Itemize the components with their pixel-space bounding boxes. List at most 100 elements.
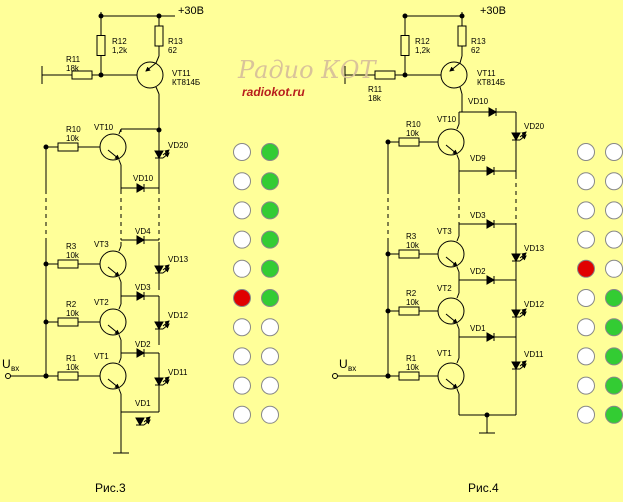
diode-vd2 — [486, 275, 496, 285]
fig4-right-indicator-led-1 — [605, 143, 623, 161]
fig3-left-indicator-led-2 — [233, 172, 251, 191]
led-vd11 — [154, 377, 164, 387]
emitter-arrow — [445, 144, 458, 155]
fig4-left-indicator-led-1 — [577, 143, 595, 161]
light-arrow — [519, 134, 527, 141]
fig3-left-indicator-led-10 — [233, 405, 251, 424]
junction-dot — [43, 261, 49, 267]
fig3-right-indicator-led-4 — [261, 230, 279, 249]
label-r1: R1 — [66, 354, 77, 363]
label-vd10: VD10 — [468, 97, 489, 106]
diode-vd9 — [486, 166, 496, 176]
wire — [459, 86, 463, 95]
input-label: U — [339, 357, 348, 371]
label-vt10: VT10 — [437, 115, 457, 124]
wire — [155, 86, 160, 95]
watermark-url: radiokot.ru — [242, 85, 305, 99]
label-vd20: VD20 — [524, 122, 545, 131]
resistor-r3 — [57, 259, 79, 269]
diode-vd10 — [488, 107, 498, 117]
watermark-logo: Радио КОТ — [237, 56, 377, 84]
wire — [118, 357, 122, 364]
transistor-vt1 — [437, 362, 465, 390]
resistor-r2 — [57, 317, 79, 327]
value-r1: 10k — [406, 363, 420, 372]
fig4-left-indicator-led-10 — [577, 405, 595, 424]
label-r3: R3 — [66, 242, 77, 251]
fig4-right-indicator-led-5 — [605, 259, 623, 278]
fig4-left-indicator-led-8 — [577, 347, 595, 366]
led-vd12 — [511, 309, 521, 319]
resistor-r2 — [398, 306, 420, 316]
wire — [118, 276, 122, 283]
fig4-left-indicator-led-3 — [577, 201, 595, 220]
wire — [456, 235, 460, 242]
fig4-left-indicator-led-5 — [577, 259, 595, 278]
wire — [456, 154, 460, 161]
wire — [118, 159, 122, 166]
junction-dot — [402, 72, 408, 78]
label-vd12: VD12 — [524, 300, 545, 309]
fig3-left-indicator-led-6 — [233, 289, 251, 307]
fig4-right-indicator-led-10 — [605, 405, 623, 424]
label-vt3: VT3 — [437, 227, 452, 236]
wire — [118, 388, 122, 395]
label-vd13: VD13 — [168, 255, 189, 264]
light-arrow — [143, 419, 151, 426]
junction-dot — [43, 319, 49, 325]
wire — [456, 123, 460, 130]
label-vd12: VD12 — [168, 311, 189, 320]
fig3-left-indicator-led-1 — [233, 143, 251, 161]
junction-dot — [156, 127, 162, 133]
fig4-right-indicator-led-3 — [605, 201, 623, 220]
fig3-left-indicator-led-5 — [233, 259, 251, 278]
led-vd11 — [511, 361, 521, 371]
light-arrow — [162, 152, 170, 159]
led-vd20 — [511, 132, 521, 142]
label-vd11: VD11 — [524, 350, 544, 359]
diode-vd2 — [136, 348, 146, 358]
light-arrow — [519, 311, 527, 318]
supply-label: +30В — [480, 5, 506, 17]
fig3-right-indicator-led-5 — [261, 259, 279, 278]
junction-dot — [385, 308, 391, 314]
fig4-left-indicator-led-2 — [577, 172, 595, 191]
caption-fig4: Рис.4 — [468, 481, 499, 495]
fig4-right-indicator-led-8 — [605, 347, 623, 366]
label-vd2: VD2 — [135, 340, 151, 349]
led-vd20 — [154, 150, 164, 160]
input-terminal — [5, 373, 11, 379]
wire — [155, 55, 160, 64]
emitter-arrow — [445, 313, 458, 324]
value-r10: 10k — [406, 129, 420, 138]
emitter-arrow — [107, 378, 120, 389]
fig3-left-indicator-led-9 — [233, 376, 251, 395]
label-vd3: VD3 — [135, 283, 151, 292]
led-vd13 — [154, 265, 164, 275]
emitter-arrow — [145, 62, 157, 72]
wire — [118, 334, 122, 341]
value-r12: 1,2k — [415, 46, 431, 55]
value-r13: 62 — [471, 46, 480, 55]
junction-dot — [98, 13, 104, 19]
value-vt11: КТ814Б — [477, 78, 505, 87]
fig3-right-indicator-led-6 — [261, 289, 279, 307]
light-arrow — [162, 379, 170, 386]
junction-dot — [402, 13, 408, 19]
fig4-right-indicator-led-2 — [605, 172, 623, 191]
junction-dot — [385, 251, 391, 257]
fig3-right-indicator-led-7 — [261, 318, 279, 337]
label-vt10: VT10 — [94, 123, 114, 132]
fig3-left-indicator-led-8 — [233, 347, 251, 366]
label-vt11: VT11 — [172, 69, 191, 78]
label-vt2: VT2 — [94, 298, 109, 307]
fig3-left-indicator-led-3 — [233, 201, 251, 220]
value-r11: 18k — [368, 94, 382, 103]
value-r12: 1,2k — [112, 46, 128, 55]
emitter-arrow — [107, 324, 120, 335]
value-r2: 10k — [66, 309, 80, 318]
junction-dot — [43, 373, 49, 379]
transistor-vt1 — [99, 362, 127, 390]
resistor-r11 — [71, 70, 93, 80]
value-r1: 10k — [66, 363, 80, 372]
